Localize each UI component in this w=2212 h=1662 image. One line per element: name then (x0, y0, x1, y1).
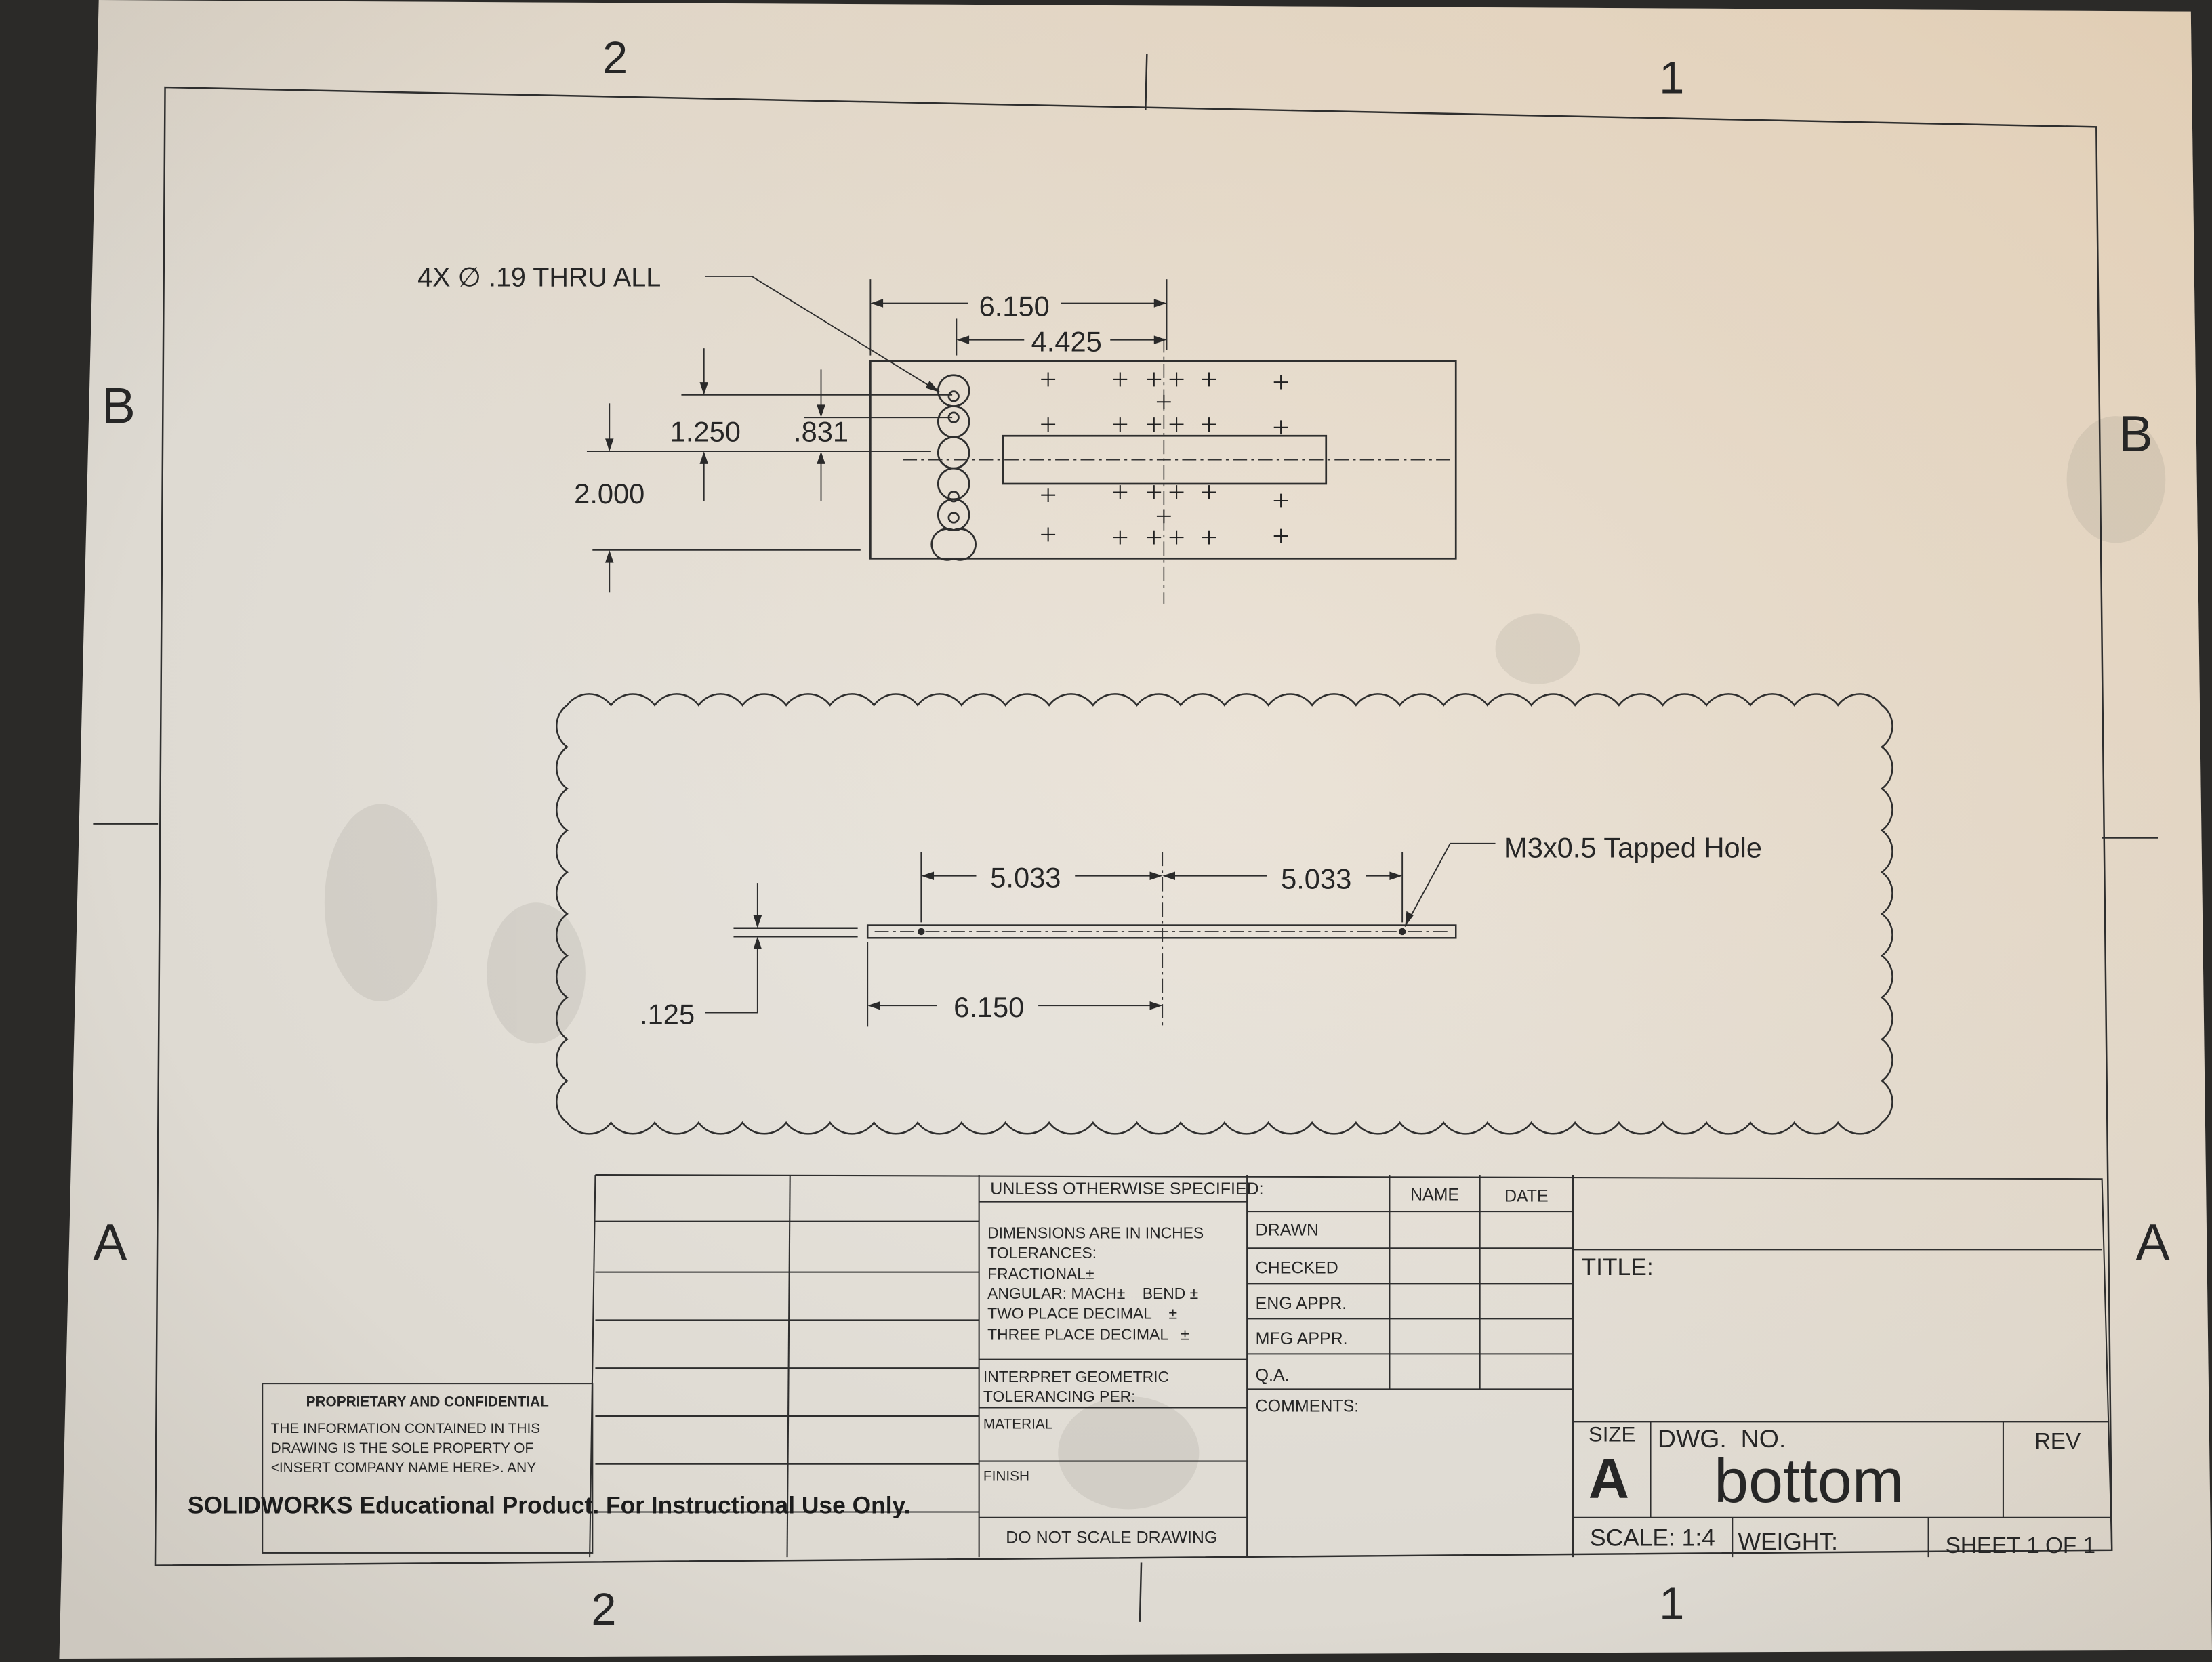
zone-label-left-b: B (102, 377, 136, 434)
proprietary-line: <INSERT COMPANY NAME HERE>. ANY (271, 1460, 537, 1476)
slot-outline (1002, 434, 1328, 485)
dim-5033-right: 5.033 (1281, 863, 1351, 894)
dwg-no-value: bottom (1714, 1447, 1904, 1516)
title-label: TITLE: (1582, 1254, 1654, 1281)
plate-side-profile (866, 924, 1457, 939)
row-mfg-appr: MFG APPR. (1256, 1329, 1348, 1348)
tolerance-notes: DIMENSIONS ARE IN INCHES TOLERANCES: FRA… (983, 1224, 1218, 1547)
dim-6150-top: 6.150 (979, 290, 1050, 322)
tapped-hole-note: M3x0.5 Tapped Hole (1504, 832, 1762, 864)
zone-label-top-1: 1 (1659, 53, 1684, 103)
dim-125: .125 (640, 998, 695, 1030)
dim-4425: 4.425 (1031, 325, 1102, 357)
dim-1250: 1.250 (670, 416, 741, 448)
scalloped-edge-left (930, 374, 954, 561)
title-block: UNLESS OTHERWISE SPECIFIED: NAME DATE DI… (188, 1173, 2113, 1558)
zone-label-bottom-1: 1 (1659, 1579, 1684, 1629)
proprietary-box (262, 1383, 594, 1554)
zone-label-bottom-2: 2 (591, 1585, 616, 1635)
name-header: NAME (1410, 1185, 1459, 1204)
approval-rows: DRAWN CHECKED ENG APPR. MFG APPR. Q.A. C… (1256, 1221, 1359, 1416)
mount-hole (947, 512, 960, 524)
mount-hole (947, 491, 960, 503)
hole-center-marks (1041, 372, 1288, 545)
interpret-line: TOLERANCING PER: (983, 1388, 1136, 1405)
finish-label: FINISH (983, 1469, 1029, 1484)
unless-specified-label: UNLESS OTHERWISE SPECIFIED: (990, 1180, 1263, 1199)
tolerance-line: THREE PLACE DECIMAL ± (987, 1326, 1189, 1344)
tolerance-line: FRACTIONAL± (987, 1265, 1094, 1283)
holes-note: 4X ∅ .19 THRU ALL (417, 263, 661, 293)
side-view: 5.033 5.033 .125 6.150 M3x0.5 Tapped Hol… (555, 693, 1893, 1135)
tolerance-line: DIMENSIONS ARE IN INCHES (987, 1224, 1204, 1242)
scale-label: SCALE: 1:4 (1590, 1524, 1715, 1551)
size-label: SIZE (1589, 1422, 1635, 1446)
plate-outline (869, 360, 1457, 560)
scalloped-edge-right (953, 374, 977, 561)
dwg-no-label: DWG. NO. (1658, 1424, 1786, 1453)
row-drawn: DRAWN (1256, 1221, 1319, 1240)
zone-label-right-a: A (2136, 1213, 2170, 1270)
zone-label-left-a: A (93, 1213, 127, 1270)
tolerance-line: TWO PLACE DECIMAL ± (987, 1304, 1177, 1322)
weight-label: WEIGHT: (1738, 1529, 1838, 1556)
proprietary-line: THE INFORMATION CONTAINED IN THIS (271, 1421, 540, 1436)
tolerance-line: TOLERANCES: (987, 1244, 1097, 1262)
rev-label: REV (2034, 1429, 2081, 1454)
dim-5033-left: 5.033 (990, 861, 1061, 893)
dim-6150-bottom: 6.150 (954, 991, 1024, 1023)
proprietary-line: DRAWING IS THE SOLE PROPERTY OF (271, 1440, 534, 1456)
sheet-label: SHEET 1 OF 1 (1946, 1533, 2095, 1558)
row-eng-appr: ENG APPR. (1256, 1294, 1347, 1313)
dim-2000: 2.000 (574, 478, 644, 510)
size-value: A (1589, 1447, 1629, 1510)
do-not-scale-label: DO NOT SCALE DRAWING (1006, 1528, 1217, 1547)
mount-hole (947, 390, 960, 402)
educational-watermark: SOLIDWORKS Educational Product. For Inst… (188, 1493, 911, 1519)
proprietary-title: PROPRIETARY AND CONFIDENTIAL (306, 1394, 549, 1409)
comments-label: COMMENTS: (1256, 1397, 1359, 1416)
zone-label-top-2: 2 (602, 33, 628, 83)
row-qa: Q.A. (1256, 1366, 1290, 1385)
date-header: DATE (1504, 1187, 1549, 1206)
dim-831: .831 (794, 416, 848, 448)
material-label: MATERIAL (983, 1417, 1052, 1432)
zone-label-right-b: B (2119, 405, 2153, 462)
row-checked: CHECKED (1256, 1259, 1338, 1278)
top-view: 4X ∅ .19 THRU ALL 6.150 4.425 1.250 .831… (417, 263, 1457, 604)
tolerance-line: ANGULAR: MACH± BEND ± (987, 1285, 1198, 1302)
revision-cloud (555, 693, 1893, 1135)
interpret-line: INTERPRET GEOMETRIC (983, 1368, 1169, 1386)
